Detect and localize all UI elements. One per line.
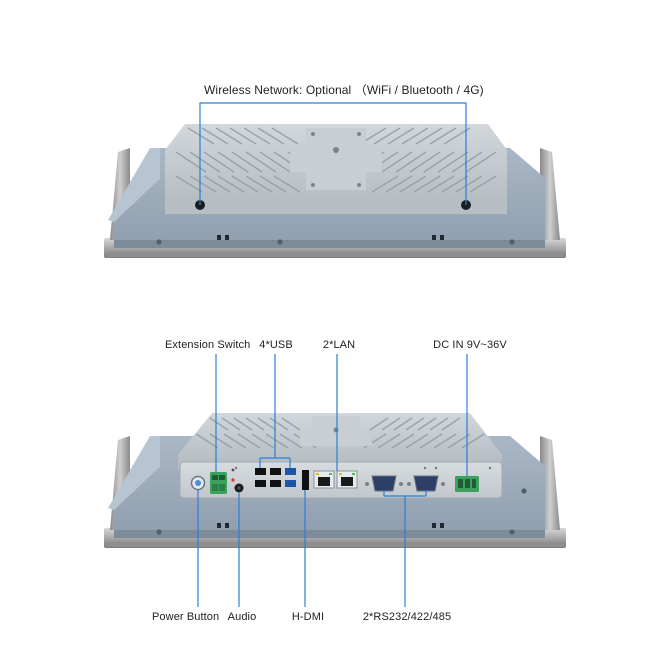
screw-hole: [277, 239, 283, 245]
heatsink-fins: [195, 417, 485, 449]
lan-label: 2*LAN: [322, 339, 356, 351]
hdmi-port: [302, 470, 309, 490]
serial-label: 2*RS232/422/485: [362, 611, 452, 623]
screw-hole: [156, 239, 162, 245]
usb-port: [255, 468, 266, 475]
usb-label: 4*USB: [259, 339, 293, 351]
usb-port: [270, 468, 281, 475]
extension-switch-label: Extension Switch: [165, 339, 251, 351]
screw-hole: [509, 239, 515, 245]
wireless-callout-lines: [199, 102, 467, 205]
usb3-port: [285, 468, 296, 475]
top-device: [104, 124, 566, 258]
usb-port: [270, 480, 281, 487]
bottom-device: [104, 413, 566, 548]
usb-port: [255, 480, 266, 487]
heatsink-fins: [175, 127, 497, 193]
wireless-network-label: Wireless Network: Optional （WiFi / Bluet…: [204, 83, 484, 97]
dc-in-label: DC IN 9V~36V: [433, 339, 507, 351]
serial-port: [407, 475, 445, 492]
serial-port: [365, 475, 403, 492]
power-button-label: Power Button: [152, 611, 220, 623]
usb3-port: [285, 480, 296, 487]
port-callout-lines: [197, 354, 468, 607]
audio-label: Audio: [227, 611, 257, 623]
hdmi-label: H-DMI: [291, 611, 325, 623]
